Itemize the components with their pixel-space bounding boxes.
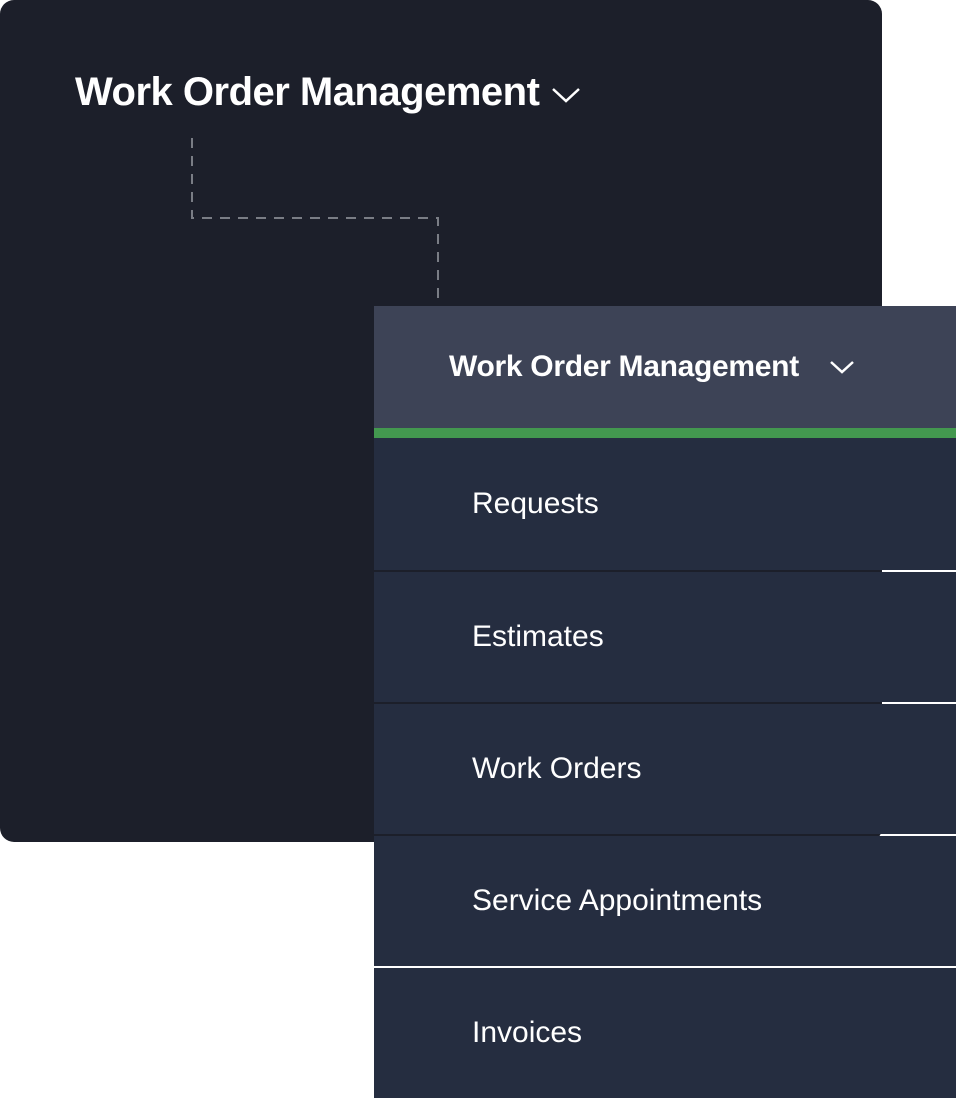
dashed-connector	[191, 138, 439, 306]
menu-panel: Work Order Management Requests Estimates…	[374, 306, 956, 1100]
module-title: Work Order Management	[75, 70, 540, 114]
module-title-dropdown[interactable]: Work Order Management	[75, 70, 581, 115]
menu-header-dropdown[interactable]: Work Order Management	[374, 306, 956, 428]
menu-item-invoices[interactable]: Invoices	[374, 968, 956, 1098]
chevron-down-icon	[552, 87, 581, 103]
menu-item-service-appointments[interactable]: Service Appointments	[374, 836, 956, 966]
active-indicator-bar	[374, 428, 956, 438]
menu-item-label: Work Orders	[472, 752, 642, 785]
menu-header-label: Work Order Management	[449, 350, 799, 383]
menu-item-estimates[interactable]: Estimates	[374, 572, 956, 702]
chevron-down-icon	[830, 361, 854, 374]
menu-item-label: Requests	[472, 487, 599, 520]
menu-item-label: Estimates	[472, 620, 604, 653]
menu-item-label: Service Appointments	[472, 884, 763, 917]
menu-item-label: Invoices	[472, 1016, 583, 1049]
menu-item-work-orders[interactable]: Work Orders	[374, 704, 956, 834]
menu-item-requests[interactable]: Requests	[374, 438, 956, 570]
